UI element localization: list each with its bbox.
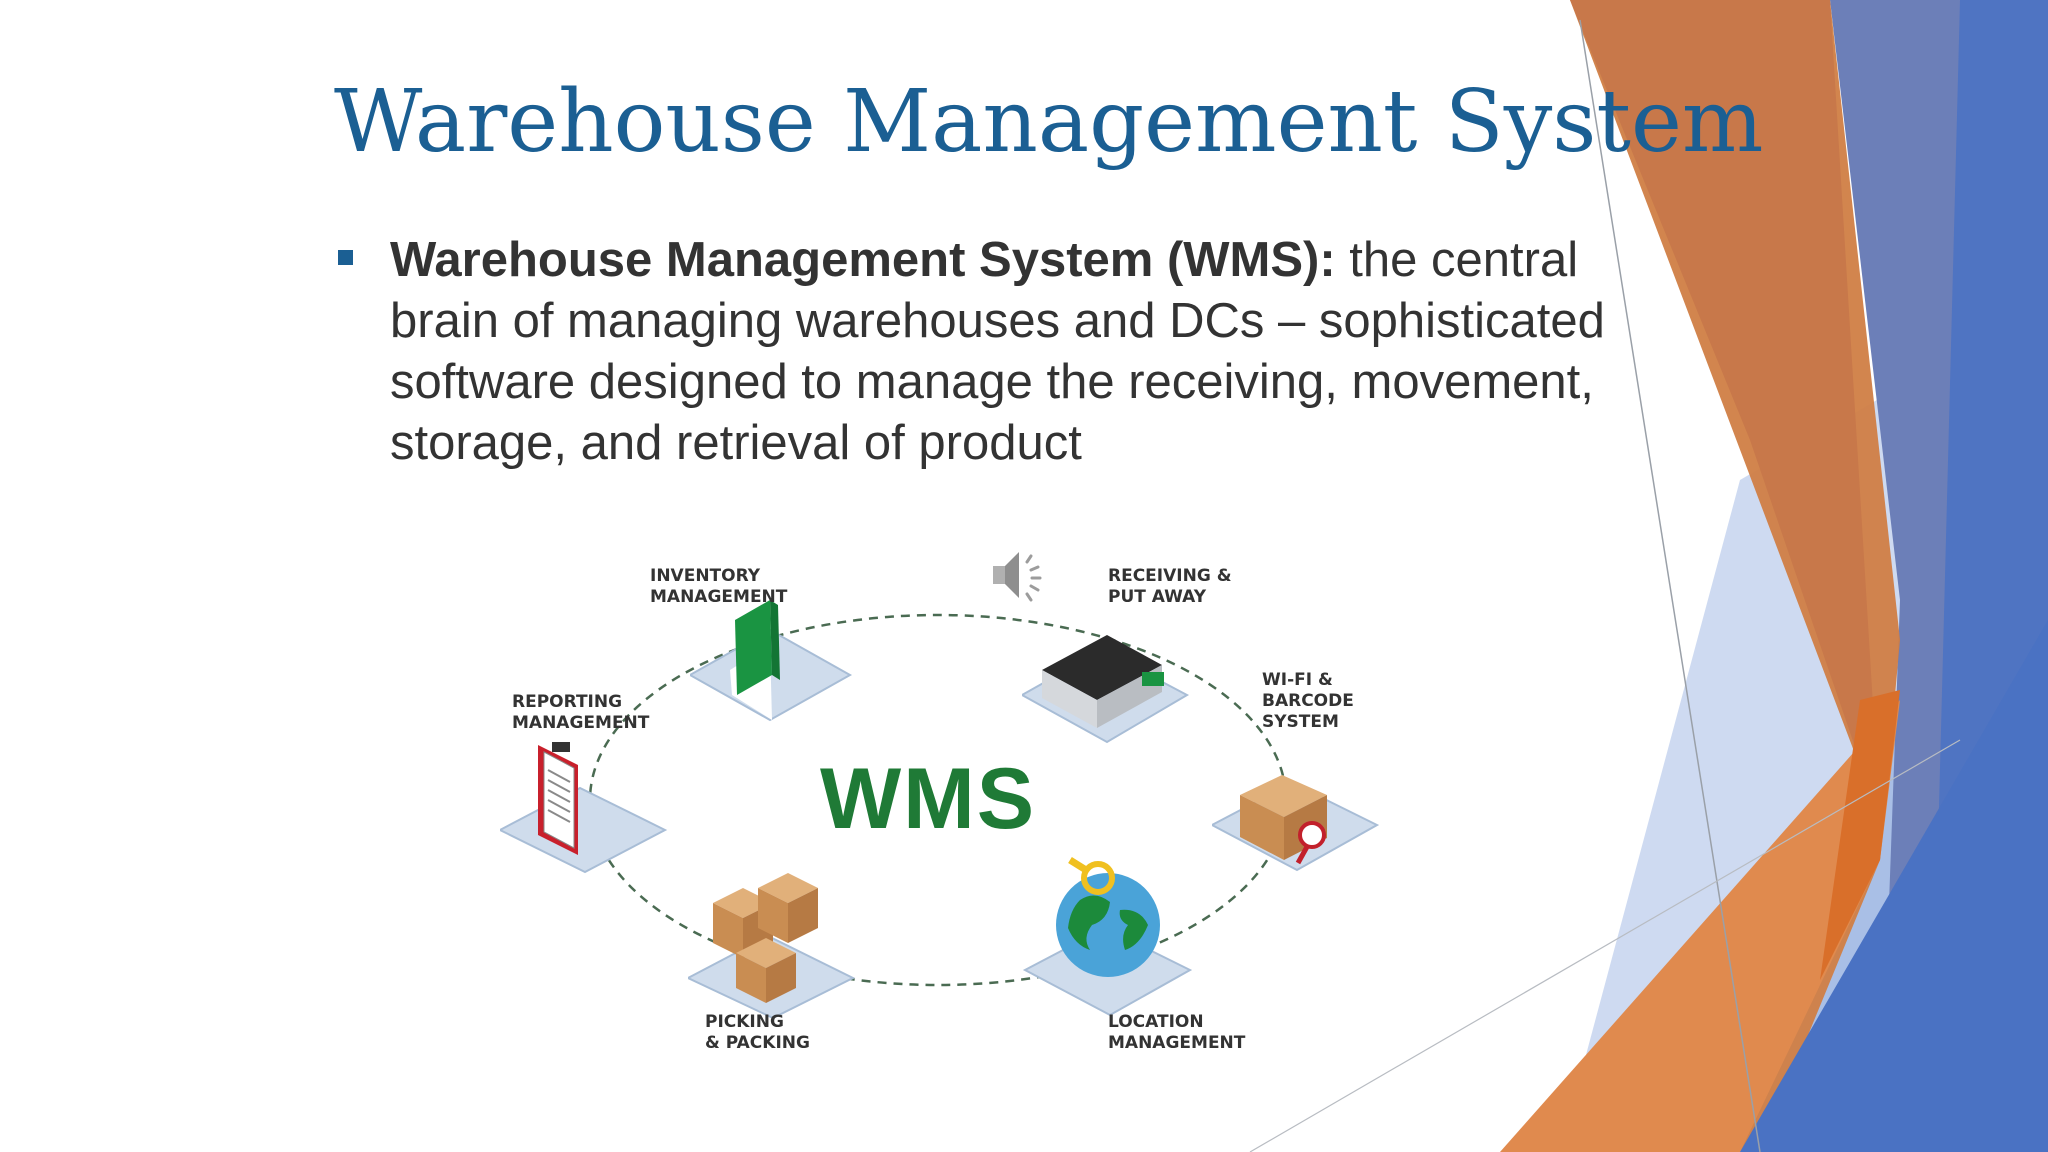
clipboard-icon (500, 742, 668, 874)
boxes-icon (688, 873, 856, 1020)
book-icon (690, 600, 853, 722)
globe-icon (1022, 857, 1193, 1017)
package-scan-icon (1212, 775, 1380, 872)
bullet-description: the central brain of managing warehouses… (390, 233, 1605, 470)
warehouse-icon (1022, 635, 1190, 744)
node-label-inventory: INVENTORY MANAGEMENT (650, 566, 788, 607)
node-label-barcode: WI-FI & BARCODE SYSTEM (1262, 670, 1354, 732)
bullet-text: Warehouse Management System (WMS): the c… (390, 230, 1690, 474)
bullet-term: Warehouse Management System (WMS): (390, 233, 1336, 287)
node-label-location: LOCATION MANAGEMENT (1108, 1012, 1246, 1053)
wms-diagram: WMS INVENTORY MANAGEMENT RECEIVING & PUT… (500, 540, 1400, 1080)
bullet-square-icon (338, 250, 353, 265)
node-label-receiving: RECEIVING & PUT AWAY (1108, 566, 1232, 607)
slide-title: Warehouse Management System (334, 72, 1764, 172)
wms-center-label: WMS (820, 751, 1037, 847)
node-label-reporting: REPORTING MANAGEMENT (512, 692, 650, 733)
speaker-icon[interactable] (985, 540, 1055, 610)
node-label-picking: PICKING & PACKING (705, 1012, 810, 1053)
